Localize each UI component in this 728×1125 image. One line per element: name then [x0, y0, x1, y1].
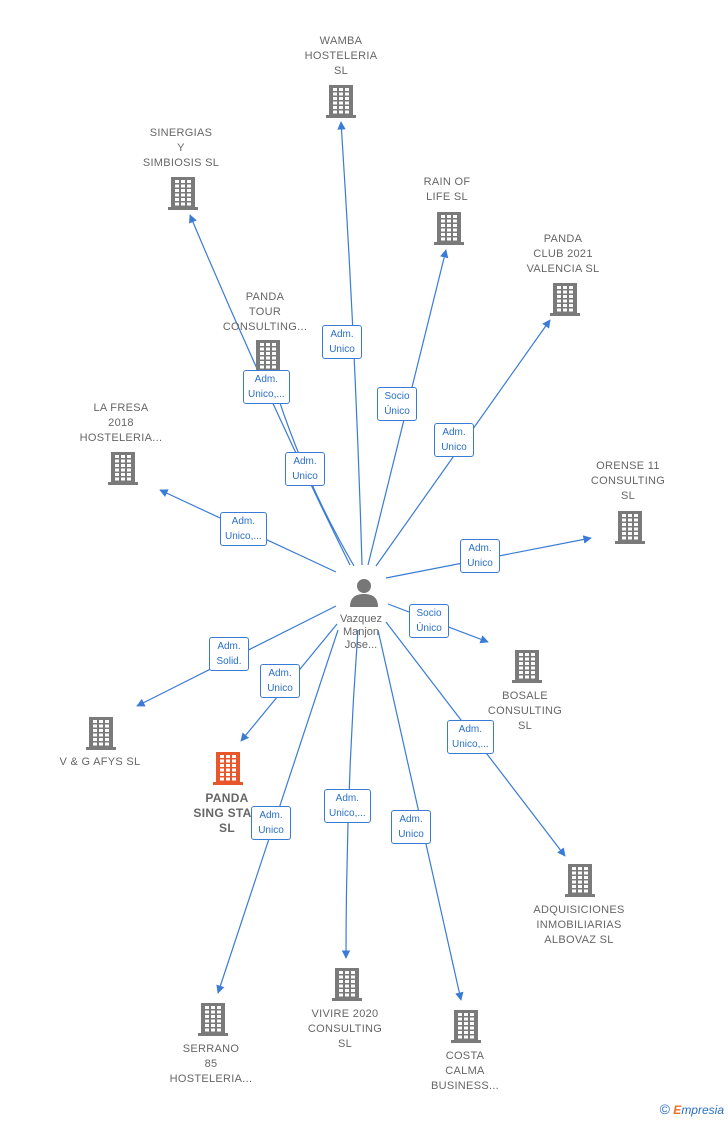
company-node-lafresa-label[interactable]: LA FRESA 2018 HOSTELERIA... — [79, 402, 163, 444]
edge-label-costa[interactable]: Adm. Unico — [391, 810, 431, 844]
edge-label-lafresa[interactable]: Adm. Unico,... — [220, 512, 267, 546]
company-node-costa-label[interactable]: COSTA CALMA BUSINESS... — [430, 1050, 500, 1092]
edge-label-wamba[interactable]: Adm. Unico — [322, 325, 362, 359]
company-node-orense-label[interactable]: ORENSE 11 CONSULTING SL — [590, 460, 666, 502]
company-node-vivire-label[interactable]: VIVIRE 2020 CONSULTING SL — [307, 1008, 383, 1050]
company-node-serrano-label[interactable]: SERRANO 85 HOSTELERIA... — [169, 1043, 253, 1085]
brand-logo-letter: E — [673, 1103, 682, 1117]
center-person-label[interactable]: Vazquez Manjon Jose... — [340, 613, 382, 651]
company-node-rain-building-icon[interactable] — [433, 211, 465, 250]
company-node-sinergias-label[interactable]: SINERGIAS Y SIMBIOSIS SL — [142, 127, 220, 169]
company-node-costa-building-icon[interactable] — [450, 1009, 482, 1048]
edge-label-panda2021[interactable]: Adm. Unico — [434, 423, 474, 457]
brand-name: mpresia — [681, 1103, 724, 1117]
edge-label-sinergias[interactable]: Adm. Unico — [285, 452, 325, 486]
company-node-pandasing-building-icon[interactable] — [212, 751, 244, 790]
edge-label-serrano[interactable]: Adm. Unico — [251, 806, 291, 840]
brand-footer: © Empresia — [660, 1101, 724, 1117]
company-node-wamba-building-icon[interactable] — [325, 84, 357, 123]
company-node-serrano-building-icon[interactable] — [197, 1002, 229, 1041]
edge-label-pandasing[interactable]: Adm. Unico — [260, 664, 300, 698]
edge-label-adquisiciones[interactable]: Adm. Unico,... — [447, 720, 494, 754]
person-icon[interactable] — [348, 576, 380, 608]
company-node-vgafys-label[interactable]: V & G AFYS SL — [59, 756, 141, 768]
company-node-panda2021-label[interactable]: PANDA CLUB 2021 VALENCIA SL — [526, 233, 600, 275]
edge-label-bosale[interactable]: Socio Único — [409, 604, 449, 638]
company-node-pandatour-label[interactable]: PANDA TOUR CONSULTING... — [222, 291, 308, 333]
company-node-vivire-building-icon[interactable] — [331, 967, 363, 1006]
edge-label-orense[interactable]: Adm. Unico — [460, 539, 500, 573]
company-node-orense-building-icon[interactable] — [614, 510, 646, 549]
company-node-adquisiciones-building-icon[interactable] — [564, 863, 596, 902]
company-node-wamba-label[interactable]: WAMBA HOSTELERIA SL — [304, 35, 378, 77]
company-node-rain-label[interactable]: RAIN OF LIFE SL — [423, 176, 471, 203]
company-node-lafresa-building-icon[interactable] — [107, 451, 139, 490]
company-node-panda2021-building-icon[interactable] — [549, 282, 581, 321]
edge-label-rain[interactable]: Socio Único — [377, 387, 417, 421]
company-node-sinergias-building-icon[interactable] — [167, 176, 199, 215]
company-node-adquisiciones-label[interactable]: ADQUISICIONES INMOBILIARIAS ALBOVAZ SL — [533, 904, 625, 946]
edge-label-pandatour[interactable]: Adm. Unico,... — [243, 370, 290, 404]
edge-label-vivire[interactable]: Adm. Unico,... — [324, 789, 371, 823]
edge-label-vgafys[interactable]: Adm. Solid. — [209, 637, 249, 671]
company-node-bosale-building-icon[interactable] — [511, 649, 543, 688]
copyright-icon: © — [659, 1101, 670, 1117]
company-node-bosale-label[interactable]: BOSALE CONSULTING SL — [487, 690, 563, 732]
company-node-vgafys-building-icon[interactable] — [85, 716, 117, 755]
company-node-pandatour-building-icon[interactable] — [252, 339, 284, 378]
